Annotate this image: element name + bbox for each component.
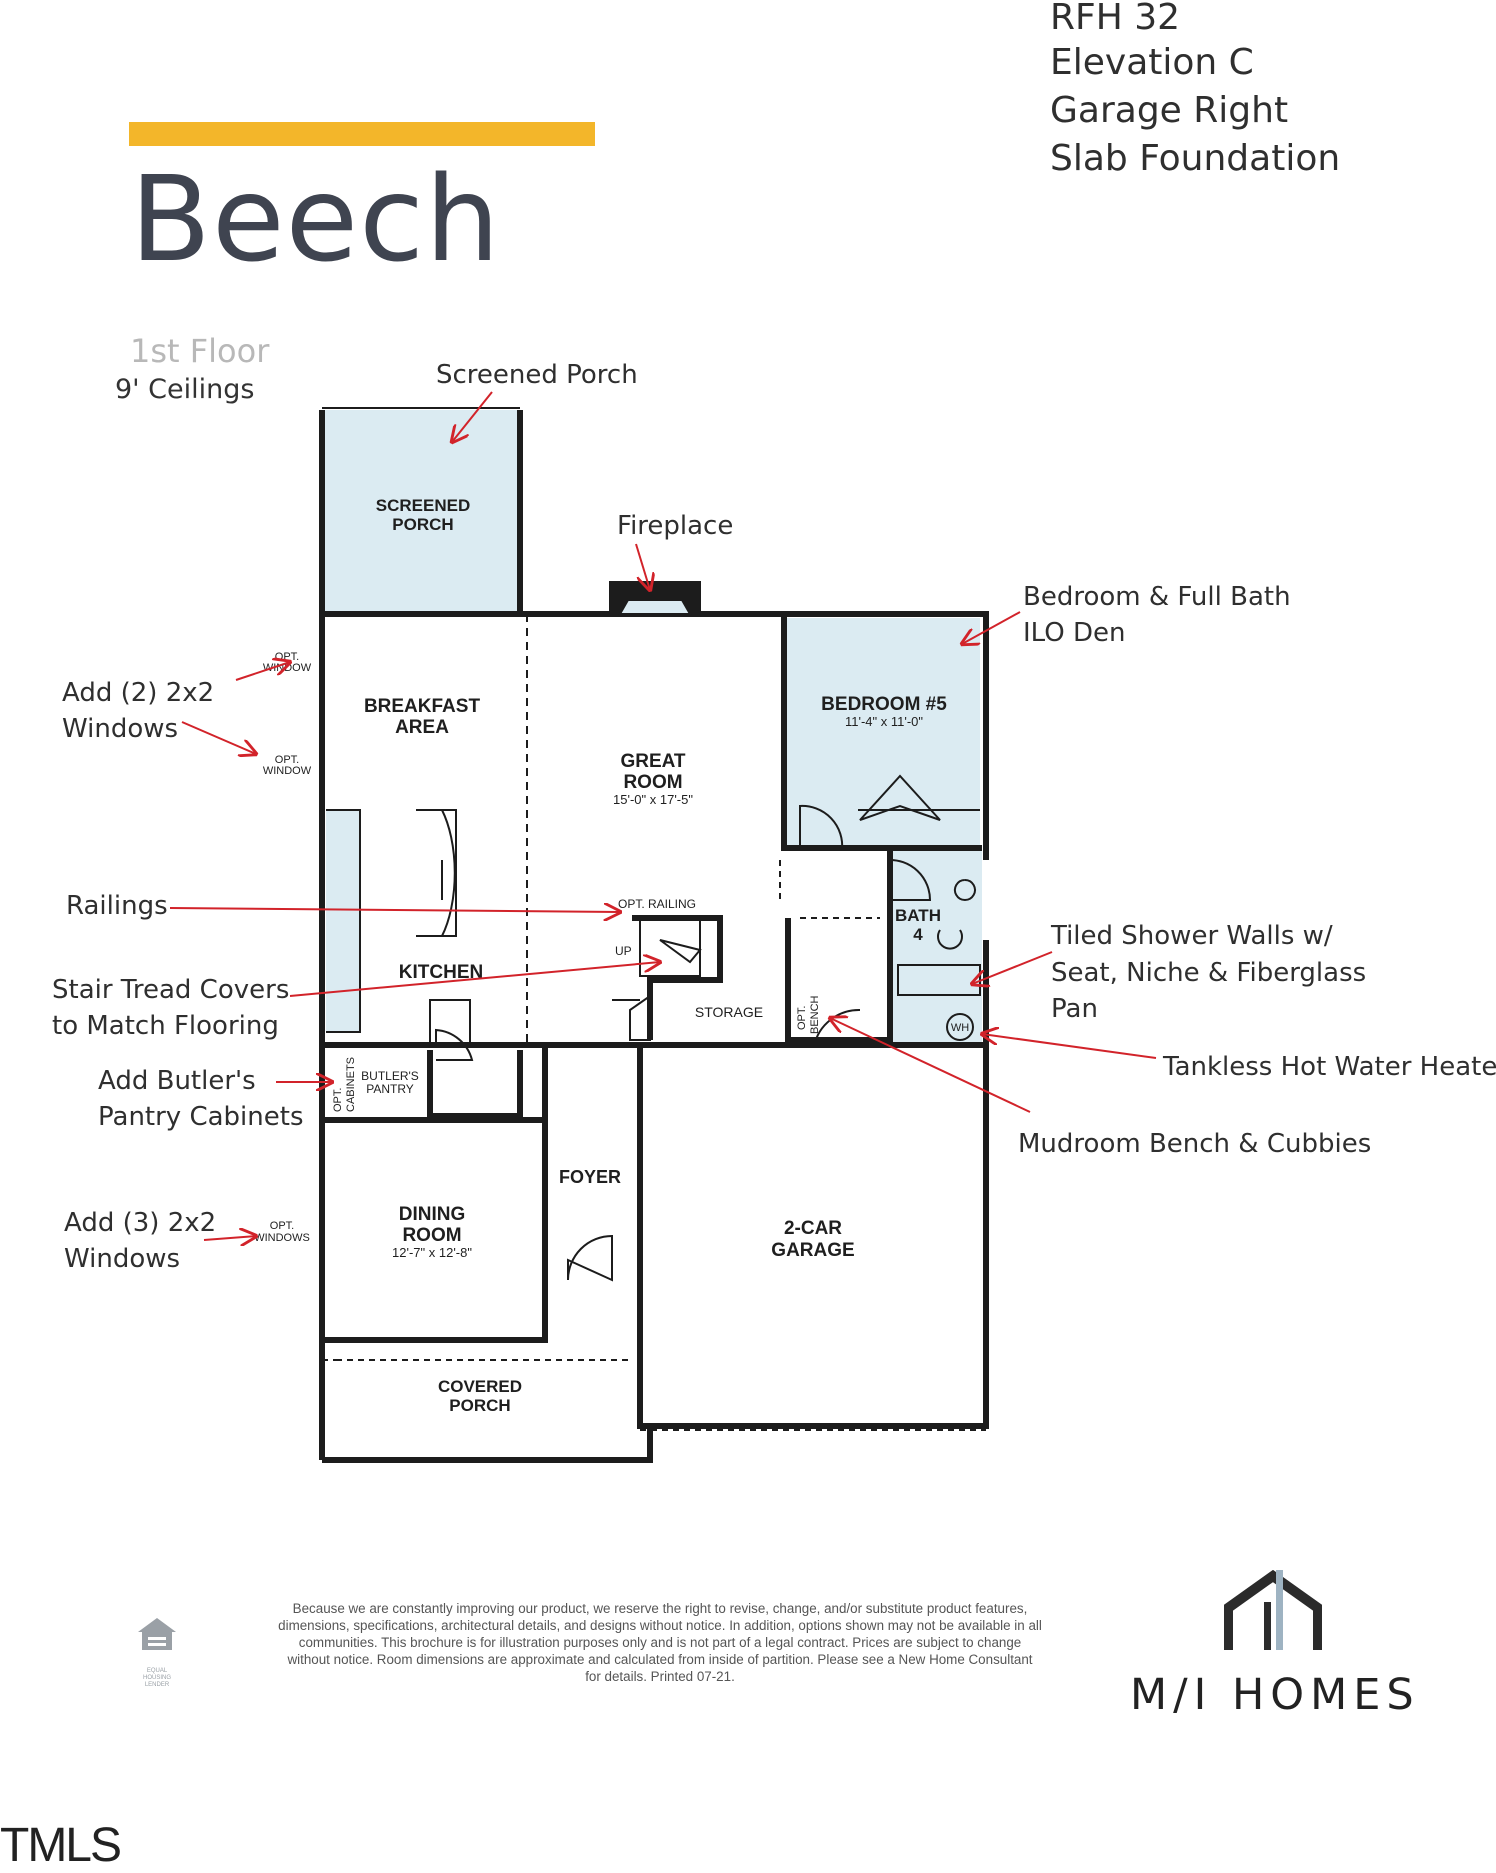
opt-bench-label: OPT.: [796, 1006, 808, 1030]
opt-cabinets-label: OPT.: [332, 1088, 344, 1112]
callout-fireplace: Fireplace: [617, 511, 734, 541]
storage-label: STORAGE: [695, 1004, 763, 1020]
foyer-label: FOYER: [559, 1167, 621, 1187]
screened-porch-label: SCREENED: [376, 496, 470, 515]
callout-butler-1: Add Butler's: [98, 1066, 256, 1096]
spec-line-rfh: RFH 32: [1050, 0, 1181, 38]
arrow-mudroom: [830, 1018, 1031, 1113]
bedroom5-dims: 11'-4" x 11'-0": [845, 714, 923, 729]
callout-bedroom-2: ILO Den: [1023, 618, 1126, 648]
water-heater-symbol: [946, 1013, 974, 1041]
spec-line-garage: Garage Right: [1050, 90, 1289, 131]
garage-label-2: GARAGE: [771, 1240, 854, 1261]
covered-porch-label-2: PORCH: [449, 1396, 510, 1415]
callout-windows-2-1: Add (2) 2x2: [62, 678, 215, 708]
dining-room-dims: 12'-7" x 12'-8": [392, 1245, 472, 1260]
kitchen-counter-fill: [326, 810, 360, 1032]
arrow-shower: [972, 951, 1053, 984]
mi-homes-house-icon: [1223, 1569, 1323, 1650]
callout-windows-2-2: Windows: [62, 714, 179, 744]
callout-screened-porch: Screened Porch: [436, 360, 638, 390]
callout-stair-2: to Match Flooring: [52, 1011, 279, 1041]
bedroom5-fill: [786, 618, 980, 846]
room-labels: SCREENED PORCH BREAKFAST AREA GREAT ROOM…: [254, 496, 974, 1415]
spec-line-foundation: Slab Foundation: [1050, 138, 1341, 179]
arrow-windows-3: [203, 1236, 256, 1240]
kitchen-label: KITCHEN: [399, 962, 483, 983]
screened-porch-fill: [322, 410, 520, 614]
bath4-label: BATH: [895, 906, 941, 925]
arrow-stair-tread: [289, 962, 660, 997]
dining-room-label: DINING: [399, 1204, 466, 1225]
opt-windows-label-2: WINDOWS: [254, 1232, 310, 1244]
callout-arrows: [169, 391, 1157, 1240]
breakfast-area-label-2: AREA: [395, 717, 449, 738]
covered-porch-label: COVERED: [438, 1377, 522, 1396]
wall-details: [322, 407, 981, 1282]
callout-shower-3: Pan: [1051, 994, 1098, 1024]
opt-bench-label-2: BENCH: [809, 995, 821, 1034]
great-room-label-2: ROOM: [623, 772, 682, 793]
great-room-dims: 15'-0" x 17'-5": [613, 792, 693, 807]
callout-bedroom-1: Bedroom & Full Bath: [1023, 582, 1291, 612]
arrow-water-heater: [982, 1034, 1157, 1059]
equal-housing-logo: EQUAL HOUSING LENDER: [134, 1614, 180, 1688]
plan-title: Beech: [130, 150, 501, 288]
screened-porch-label-2: PORCH: [392, 515, 453, 534]
mls-watermark: TMLS: [0, 1819, 122, 1872]
opt-railing-label: OPT. RAILING: [618, 897, 696, 911]
callout-windows-3-1: Add (3) 2x2: [64, 1208, 217, 1238]
callout-butler-2: Pantry Cabinets: [98, 1102, 304, 1132]
arrow-screened-porch: [452, 391, 493, 442]
bedroom5-label: BEDROOM #5: [821, 694, 947, 715]
arrow-fireplace: [635, 543, 650, 590]
highlight-areas: [322, 410, 982, 1046]
spec-line-elevation: Elevation C: [1050, 42, 1254, 83]
butlers-pantry-label: BUTLER'S: [361, 1069, 419, 1083]
callout-shower-1: Tiled Shower Walls w/: [1051, 921, 1333, 951]
great-room-label: GREAT: [620, 751, 685, 772]
opt-window-2-label: OPT.: [275, 754, 299, 766]
opt-cabinets-label-2: CABINETS: [345, 1057, 357, 1112]
stair-up-label: UP: [615, 944, 632, 958]
dining-room-label-2: ROOM: [402, 1225, 461, 1246]
callout-railings: Railings: [66, 891, 168, 921]
water-heater-label: WH: [951, 1022, 969, 1034]
callout-water-heater: Tankless Hot Water Heater: [1163, 1052, 1496, 1082]
arrow-railings: [169, 908, 620, 912]
arrow-window-2: [181, 721, 256, 754]
window-marks: [321, 650, 987, 1431]
breakfast-area-label: BREAKFAST: [364, 696, 481, 717]
brand-name: M/I HOMES: [1130, 1670, 1420, 1720]
callout-shower-2: Seat, Niche & Fiberglass: [1051, 958, 1367, 988]
disclaimer-text: Because we are constantly improving our …: [278, 1601, 1042, 1684]
butlers-pantry-label-2: PANTRY: [366, 1082, 414, 1096]
arrow-window-1: [235, 662, 290, 681]
housing-logo-text: EQUAL HOUSING LENDER: [142, 1668, 171, 1688]
garage-label: 2-CAR: [784, 1218, 842, 1239]
opt-windows-label: OPT.: [270, 1220, 294, 1232]
floor-label: 1st Floor: [130, 332, 270, 370]
callout-stair-1: Stair Tread Covers: [52, 975, 290, 1005]
callout-mudroom: Mudroom Bench & Cubbies: [1018, 1129, 1372, 1159]
ceiling-label: 9' Ceilings: [115, 374, 255, 405]
opt-window-2-label-2: WINDOW: [263, 765, 312, 777]
arrow-bedroom: [962, 611, 1021, 644]
callout-windows-3-2: Windows: [64, 1244, 181, 1274]
bath4-label-2: 4: [913, 925, 923, 944]
bath4-fill: [890, 850, 982, 1046]
accent-bar: [129, 122, 595, 146]
